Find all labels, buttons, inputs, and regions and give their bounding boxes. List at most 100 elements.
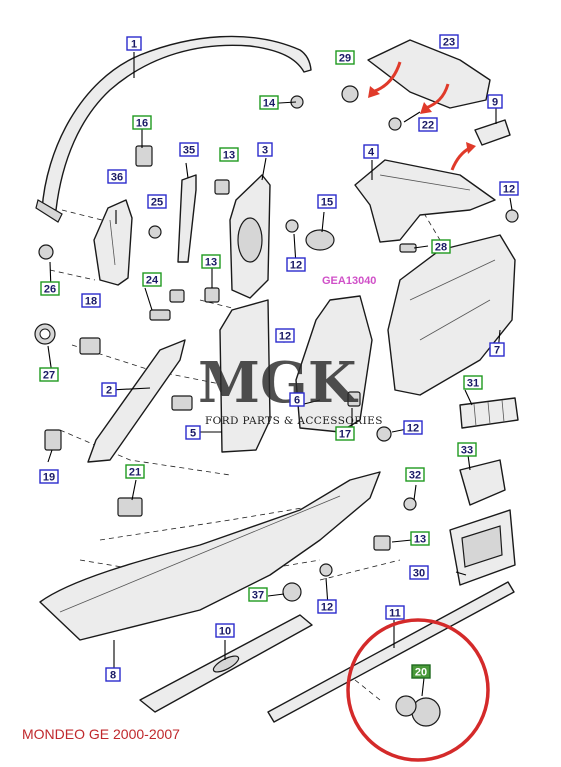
model-caption: MONDEO GE 2000-2007 (22, 726, 180, 742)
callout-box (105, 667, 121, 682)
part-parcel-shelf-trim (367, 39, 491, 109)
callout-number: 25 (151, 197, 163, 209)
callout-box (418, 117, 438, 132)
callout-number: 12 (290, 260, 302, 272)
callout-box (107, 169, 127, 184)
part-quarter-trim-panel (387, 234, 516, 396)
callout-box (259, 95, 279, 110)
callout-tag-13: 13 (219, 147, 239, 162)
callout-number: 9 (492, 97, 498, 109)
callout-number: 21 (129, 467, 141, 479)
callout-number: 26 (44, 284, 56, 296)
callout-tag-5: 5 (185, 425, 201, 440)
callout-tag-13: 13 (201, 254, 221, 269)
callout-box (489, 342, 505, 357)
part-a-pillar-lower (87, 339, 186, 463)
callout-tag-17: 17 (335, 426, 355, 441)
callout-box (132, 115, 152, 130)
callout-number: 17 (339, 429, 351, 441)
callout-number: 23 (443, 37, 455, 49)
callout-box (431, 239, 451, 254)
callout-tag-12: 12 (317, 599, 337, 614)
part-weatherstrip (267, 581, 515, 723)
callout-tag-29: 29 (335, 50, 355, 65)
callout-tag-12: 12 (286, 257, 306, 272)
callout-box (179, 142, 199, 157)
part-b-pillar-upper (229, 174, 271, 299)
callout-box (405, 467, 425, 482)
callout-box (403, 420, 423, 435)
callout-number: 4 (368, 147, 375, 159)
callout-tag-30: 30 (409, 565, 429, 580)
callout-box (439, 34, 459, 49)
callout-tag-19: 19 (39, 469, 59, 484)
watermark-logo-text: MGK (198, 350, 359, 416)
callout-tag-11: 11 (385, 605, 405, 620)
callout-tag-4: 4 (363, 144, 379, 159)
callout-tag-18: 18 (81, 293, 101, 308)
callout-box (289, 392, 305, 407)
part-roof-rail-trim (35, 35, 312, 223)
callout-box (257, 142, 273, 157)
callout-number: 29 (339, 53, 351, 65)
callout-box (185, 425, 201, 440)
callout-number: 15 (321, 197, 333, 209)
callout-box (317, 599, 337, 614)
part-scuff-plate (139, 614, 313, 713)
callout-box (385, 605, 405, 620)
callout-tag-16: 16 (132, 115, 152, 130)
callout-tag-26: 26 (40, 281, 60, 296)
callout-box (40, 281, 60, 296)
callout-number: 28 (435, 242, 447, 254)
callout-tag-6: 6 (289, 392, 305, 407)
fasteners (34, 85, 519, 727)
callout-number: 13 (205, 257, 217, 269)
part-bracket (459, 459, 506, 506)
callout-box (126, 36, 142, 51)
callout-number: 14 (263, 98, 276, 110)
callout-tag-1: 1 (126, 36, 142, 51)
callout-number: 32 (409, 470, 421, 482)
callout-box (147, 194, 167, 209)
callout-number: 2 (106, 385, 112, 397)
callout-number: 37 (252, 590, 264, 602)
callout-number: 3 (262, 145, 268, 157)
callout-number: 13 (414, 534, 426, 546)
callout-box (286, 257, 306, 272)
callout-number: 8 (110, 670, 116, 682)
callout-number: 31 (467, 378, 479, 390)
callout-box (409, 565, 429, 580)
callout-box (39, 469, 59, 484)
callout-box (275, 328, 295, 343)
callout-tag-37: 37 (248, 587, 268, 602)
callout-box (363, 144, 379, 159)
callout-tag-32: 32 (405, 467, 425, 482)
callout-box (317, 194, 337, 209)
callout-number: 30 (413, 568, 425, 580)
part-cap (474, 119, 511, 146)
callout-number: 12 (503, 184, 515, 196)
part-parcel-shelf-side (354, 159, 496, 243)
watermark-subtitle: FORD PARTS & ACCESSORIES (205, 415, 383, 427)
callout-tag-20: 20 (411, 664, 431, 679)
callout-number: 7 (494, 345, 500, 357)
callout-tag-35: 35 (179, 142, 199, 157)
callout-number: 36 (111, 172, 123, 184)
callout-tag-24: 24 (142, 272, 162, 287)
callout-number: 13 (223, 150, 235, 162)
part-a-pillar-trim (93, 199, 133, 286)
callout-tag-13: 13 (410, 531, 430, 546)
callout-tag-10: 10 (215, 623, 235, 638)
mgk-watermark-logo: MGK FORD PARTS & ACCESSORIES (198, 350, 383, 427)
callout-tag-3: 3 (257, 142, 273, 157)
callout-number: 24 (146, 275, 159, 287)
callout-number: 22 (422, 120, 434, 132)
part-sill-trim-long (39, 471, 381, 641)
callout-tag-21: 21 (125, 464, 145, 479)
callout-tag-14: 14 (259, 95, 279, 110)
callout-box (411, 664, 431, 679)
callout-tag-12: 12 (403, 420, 423, 435)
part-b-pillar-strip (177, 174, 197, 263)
callout-box (125, 464, 145, 479)
callout-tag-23: 23 (439, 34, 459, 49)
